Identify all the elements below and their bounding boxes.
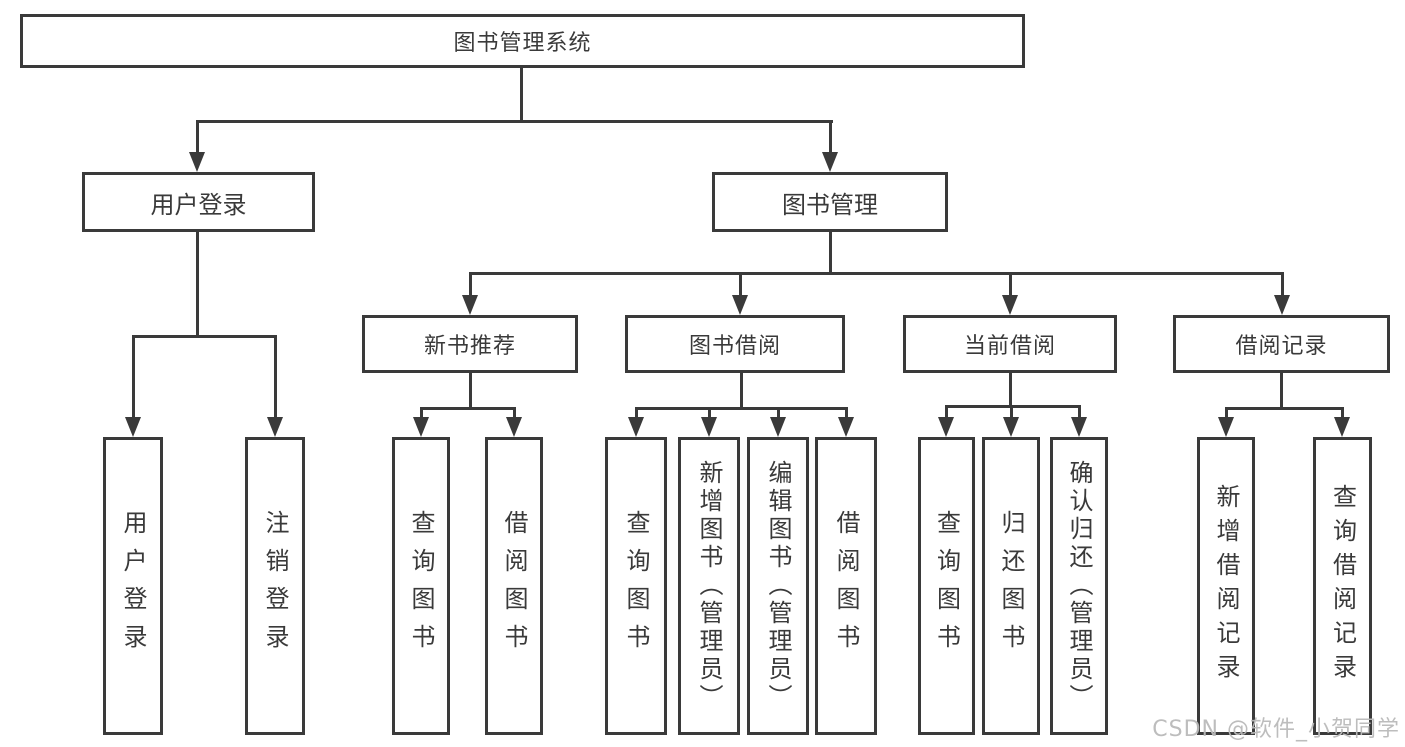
node-label: 图书管理 [782,190,878,219]
connector-vline [1009,272,1012,295]
node-label: 注销登录 [261,510,289,662]
node-label: 用户登录 [150,190,247,219]
connector-vline [469,373,472,407]
node-leaf-user-login: 用户登录 [103,437,163,735]
node-new-book-recommend: 新书推荐 [362,315,578,373]
connector-vline [274,335,277,417]
connector-vline [1280,373,1283,407]
node-label: 新增图书（管理员） [695,460,723,712]
node-leaf-query-borrow-record: 查询借阅记录 [1313,437,1372,735]
arrowhead-down-icon [822,152,838,172]
node-leaf-confirm-return-admin: 确认归还（管理员） [1050,437,1108,735]
node-leaf-logout: 注销登录 [245,437,305,735]
node-label: 图书管理系统 [453,31,592,56]
connector-vline [739,272,742,295]
node-label: 查询借阅记录 [1328,484,1357,688]
connector-vline [708,407,711,417]
connector-hline [635,407,847,410]
node-label: 归还图书 [997,510,1025,662]
connector-vline [635,407,638,417]
node-label: 查询图书 [622,510,650,662]
connector-vline [1010,405,1013,417]
node-label: 新书推荐 [423,334,516,359]
arrowhead-down-icon [701,417,717,437]
arrowhead-down-icon [1274,295,1290,315]
connector-vline [740,373,743,407]
connector-vline [1009,373,1012,405]
arrowhead-down-icon [1218,417,1234,437]
connector-hline [469,272,1283,275]
node-leaf-query-books-3: 查询图书 [918,437,975,735]
connector-vline [1078,405,1081,417]
connector-vline [1225,407,1228,417]
arrowhead-down-icon [506,417,522,437]
arrowhead-down-icon [125,417,141,437]
arrowhead-down-icon [770,417,786,437]
arrowhead-down-icon [1071,417,1087,437]
node-leaf-edit-book-admin: 编辑图书（管理员） [747,437,809,735]
node-leaf-add-borrow-record: 新增借阅记录 [1197,437,1255,735]
connector-vline [520,68,523,120]
node-leaf-borrow-books-1: 借阅图书 [485,437,543,735]
arrowhead-down-icon [1334,417,1350,437]
node-label: 查询图书 [407,510,435,662]
arrowhead-down-icon [189,152,205,172]
connector-vline [132,335,135,417]
arrowhead-down-icon [732,295,748,315]
connector-vline [196,120,199,152]
node-current-borrow: 当前借阅 [903,315,1117,373]
arrowhead-down-icon [1003,417,1019,437]
arrowhead-down-icon [1002,295,1018,315]
node-label: 借阅图书 [832,510,860,662]
connector-vline [777,407,780,417]
node-book-management: 图书管理 [712,172,948,232]
connector-hline [420,407,515,410]
node-label: 借阅图书 [500,510,528,662]
node-label: 新增借阅记录 [1212,484,1240,688]
node-book-borrow: 图书借阅 [625,315,845,373]
node-label: 编辑图书（管理员） [764,460,792,712]
arrowhead-down-icon [938,417,954,437]
node-label: 图书借阅 [688,334,781,359]
node-user-login: 用户登录 [82,172,315,232]
connector-vline [513,407,516,417]
node-label: 用户登录 [119,510,147,662]
node-leaf-return-books: 归还图书 [982,437,1040,735]
node-label: 查询图书 [932,510,961,662]
connector-hline [196,120,833,123]
node-label: 借阅记录 [1235,334,1328,359]
node-borrow-records: 借阅记录 [1173,315,1390,373]
node-leaf-add-book-admin: 新增图书（管理员） [678,437,740,735]
arrowhead-down-icon [267,417,283,437]
connector-vline [469,272,472,295]
connector-vline [420,407,423,417]
node-label: 当前借阅 [963,334,1056,359]
connector-vline [196,232,199,335]
connector-hline [1225,407,1343,410]
connector-vline [829,232,832,272]
connector-hline [132,335,277,338]
connector-vline [845,407,848,417]
connector-vline [1341,407,1344,417]
arrowhead-down-icon [413,417,429,437]
connector-vline [1281,272,1284,295]
arrowhead-down-icon [838,417,854,437]
node-label: 确认归还（管理员） [1065,460,1093,712]
connector-vline [829,120,832,152]
node-leaf-query-books-2: 查询图书 [605,437,667,735]
node-leaf-query-books-1: 查询图书 [392,437,450,735]
csdn-watermark: CSDN @软件_小贺同学 [1152,717,1400,742]
connector-vline [945,405,948,417]
node-library-system: 图书管理系统 [20,14,1025,68]
node-leaf-borrow-books-2: 借阅图书 [815,437,877,735]
arrowhead-down-icon [628,417,644,437]
arrowhead-down-icon [462,295,478,315]
